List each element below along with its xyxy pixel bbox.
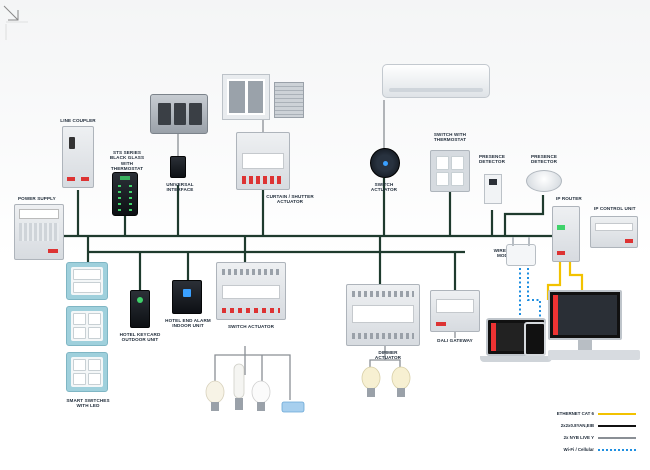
label-curtain-shutter: CURTAIN / SHUTTER ACTUATOR	[266, 194, 314, 205]
ip-router-device	[552, 206, 580, 262]
keyboard-icon	[548, 350, 640, 360]
legend-label: Wi-Fi / Cellular	[563, 447, 594, 452]
label-switch-actuator-bottom: SWITCH ACTUATOR	[227, 324, 275, 329]
legend-label: ETHERNET CAT 6	[556, 411, 594, 416]
ip-control-unit-device	[590, 216, 638, 248]
window-icon	[222, 74, 270, 120]
label-ip-control: IP CONTROL UNIT	[594, 206, 636, 211]
universal-switch-frame	[150, 94, 208, 134]
label-presence-left: PRESENCE DETECTOR	[478, 154, 506, 165]
label-hotel-indoor: HOTEL END ALARM INDOOR UNIT	[165, 318, 211, 329]
universal-interface-device	[170, 156, 186, 178]
wireless-modem-device	[506, 237, 536, 266]
led-strip-icon	[281, 401, 305, 413]
legend-swatch	[598, 425, 636, 427]
corner-guide	[5, 21, 28, 40]
legend-row: 2x2x0.8YAN,EIB	[536, 422, 636, 430]
wifi-modem-phone	[527, 268, 541, 325]
label-universal-interface: UNIVERSAL INTERFACE	[166, 182, 194, 193]
label-line-coupler: LINE COUPLER	[60, 118, 96, 123]
shutter-icon	[274, 82, 304, 118]
ethernet-router-pc	[568, 262, 584, 300]
label-dali-gateway: DALI GATEWAY	[437, 338, 473, 343]
switch-actuator-bottom-device	[216, 262, 286, 320]
power-supply-device	[14, 204, 64, 260]
drop-presence-r	[503, 195, 545, 236]
dali-gateway-device	[430, 290, 480, 332]
monitor-stand	[578, 340, 592, 352]
cfl-bulb-icon	[233, 363, 245, 410]
dimmer-actuator-device	[346, 284, 420, 346]
legend-swatch	[598, 413, 636, 415]
line-coupler-device	[62, 126, 94, 188]
curtain-shutter-actuator-device	[236, 132, 290, 190]
label-switch-thermostat: SWITCH WITH THERMOSTAT	[433, 132, 467, 143]
bulb-icon	[391, 366, 411, 397]
smart-switch-3	[66, 352, 108, 392]
bulb-icon	[205, 380, 225, 411]
label-wireless-modem: WIRELESS MODEM	[490, 248, 522, 259]
hotel-indoor-device	[172, 280, 202, 314]
bulb-icon	[251, 380, 271, 411]
legend-label: 2x NYB LIVE Y	[563, 435, 594, 440]
label-hotel-keycard: HOTEL KEYCARD OUTDOOR UNIT	[119, 332, 161, 343]
smart-switch-2	[66, 306, 108, 346]
bulb-icon	[361, 366, 381, 397]
hotel-keycard-device	[130, 290, 150, 328]
smart-switch-1	[66, 262, 108, 300]
sts-touch-panel	[112, 172, 138, 216]
legend-row: Wi-Fi / Cellular	[536, 446, 636, 454]
switch-actuator-top-device	[370, 148, 400, 178]
monitor-icon	[548, 290, 622, 340]
power-wire-bulbs	[214, 346, 291, 400]
label-switch-actuator-top: SWITCH ACTUATOR	[370, 182, 398, 193]
presence-detector-right	[526, 170, 562, 192]
switch-thermostat-device	[430, 150, 470, 192]
legend-swatch	[598, 437, 636, 439]
phone-icon	[524, 322, 546, 356]
legend-label: 2x2x0.8YAN,EIB	[560, 423, 594, 428]
label-presence-right: PRESENCE DETECTOR	[530, 154, 558, 165]
label-power-supply: POWER SUPPLY	[18, 196, 56, 201]
legend-swatch	[598, 449, 636, 451]
presence-detector-left	[484, 174, 502, 204]
label-smart-switches: SMART SWITCHES WITH LED	[66, 398, 110, 409]
laptop-base	[480, 356, 552, 362]
corner-arrow	[3, 5, 19, 21]
legend-row: ETHERNET CAT 6	[536, 410, 636, 418]
label-ip-router: IP ROUTER	[556, 196, 582, 201]
air-conditioner-icon	[382, 64, 490, 98]
label-sts-touch: STS SERIES BLACK GLASS WITH THERMOSTAT	[109, 150, 145, 172]
label-dimmer-actuator: DIMMER ACTUATOR	[374, 350, 402, 361]
legend-row: 2x NYB LIVE Y	[536, 434, 636, 442]
